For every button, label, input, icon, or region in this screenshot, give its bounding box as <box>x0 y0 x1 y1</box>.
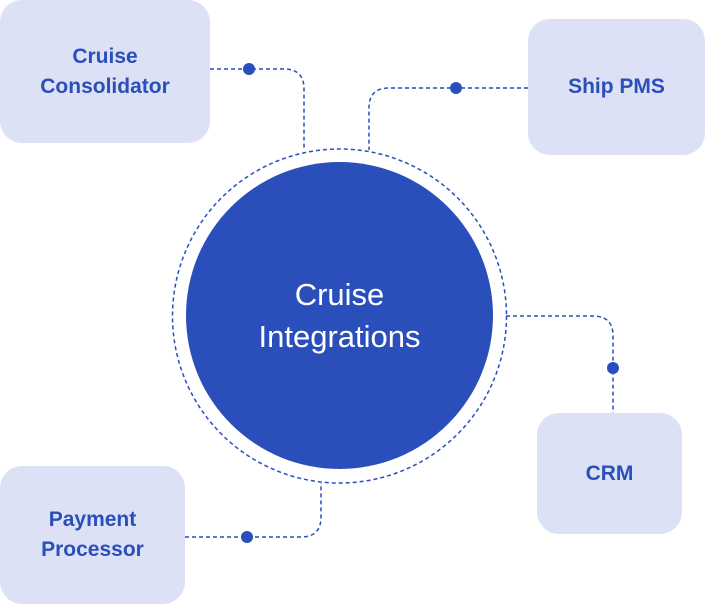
node-payment-processor: Payment Processor <box>0 466 185 604</box>
node-label-line1: Payment <box>48 508 137 531</box>
node-label-line1: Cruise <box>72 44 138 68</box>
hub-title-line2: Integrations <box>258 318 421 354</box>
connector-dot-cruise-consolidator <box>243 63 255 75</box>
node-label: CRM <box>585 461 634 485</box>
node-crm: CRM <box>537 413 682 534</box>
connector-crm <box>506 315 614 413</box>
connector-payment-processor <box>185 483 322 538</box>
connector-dot-payment-processor <box>241 531 253 543</box>
connector-dot-ship-pms <box>450 82 462 94</box>
node-ship-pms: Ship PMS <box>528 19 705 155</box>
node-label-line2: Processor <box>41 538 144 561</box>
connector-cruise-consolidator <box>210 68 305 150</box>
node-cruise-consolidator: Cruise Consolidator <box>0 0 210 143</box>
connector-dot-crm <box>607 362 619 374</box>
node-label: Ship PMS <box>568 75 665 98</box>
hub-title-line1: Cruise <box>294 276 385 312</box>
hub-cruise-integrations: Cruise Integrations <box>186 162 493 469</box>
node-label-line2: Consolidator <box>40 74 170 98</box>
connector-ship-pms <box>368 87 528 150</box>
